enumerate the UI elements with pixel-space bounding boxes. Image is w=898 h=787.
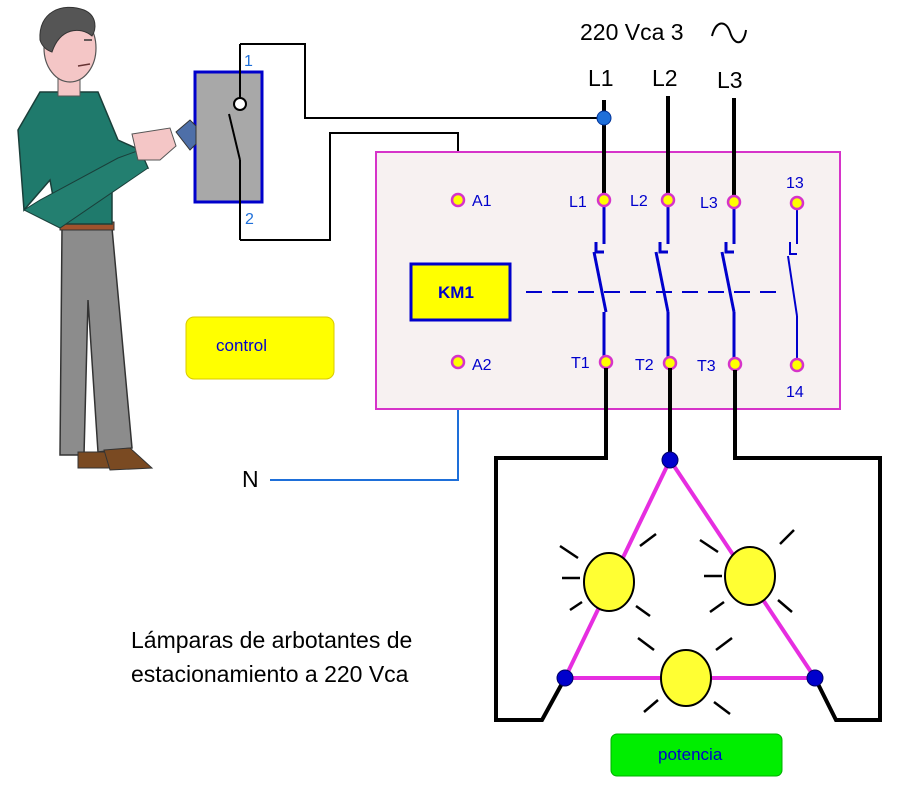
terminal-a1: A1 bbox=[472, 193, 492, 210]
phase-label-l2: L2 bbox=[652, 65, 678, 91]
switch-terminal-1: 1 bbox=[244, 53, 253, 70]
lamp-bottom bbox=[637, 637, 733, 715]
lamps-caption-line1: Lámparas de arbotantes de bbox=[131, 627, 412, 653]
terminal-l1: L1 bbox=[569, 194, 587, 211]
terminal-t3: T3 bbox=[697, 358, 716, 375]
supply-voltage-label: 220 Vca 3 bbox=[580, 19, 684, 45]
power-button[interactable]: potencia bbox=[610, 733, 783, 777]
terminal-t2: T2 bbox=[635, 357, 654, 374]
control-button[interactable]: control bbox=[185, 316, 335, 380]
terminal-l3: L3 bbox=[700, 195, 718, 212]
lamp-left bbox=[559, 533, 657, 618]
lamps-caption-line2: estacionamiento a 220 Vca bbox=[131, 661, 409, 687]
power-button-label: potencia bbox=[658, 745, 723, 764]
terminal-a2: A2 bbox=[472, 357, 492, 374]
phase-label-l1: L1 bbox=[588, 65, 614, 91]
aux-contact bbox=[787, 208, 798, 358]
coil-km1 bbox=[409, 262, 512, 322]
contactor-terminals bbox=[450, 192, 805, 373]
terminal-t1: T1 bbox=[571, 355, 590, 372]
ac-wave-icon bbox=[711, 22, 747, 44]
switch-terminal-2: 2 bbox=[245, 211, 254, 228]
coil-label: KM1 bbox=[438, 283, 474, 302]
power-output-wiring bbox=[494, 368, 882, 722]
phase-label-l3: L3 bbox=[717, 67, 743, 93]
control-button-label: control bbox=[216, 336, 267, 355]
terminal-14: 14 bbox=[786, 384, 804, 401]
lamp-right bbox=[699, 529, 795, 614]
terminal-13: 13 bbox=[786, 175, 804, 192]
main-contacts bbox=[592, 206, 736, 358]
wall-switch[interactable] bbox=[175, 44, 264, 240]
delta-nodes bbox=[556, 451, 824, 687]
terminal-l2: L2 bbox=[630, 193, 648, 210]
operator-illustration bbox=[17, 6, 177, 471]
junction-node-l1 bbox=[596, 110, 612, 126]
neutral-label: N bbox=[242, 466, 259, 492]
